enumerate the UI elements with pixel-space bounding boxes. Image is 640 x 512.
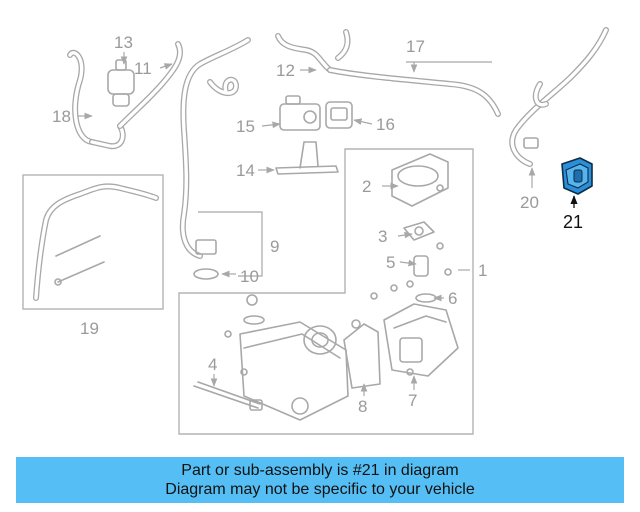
- callout-19: 19: [80, 319, 99, 338]
- inset-box-19: [22, 174, 164, 310]
- part-7-valve-body: [383, 303, 459, 377]
- leader-lines: [78, 52, 578, 396]
- callout-2: 2: [362, 177, 371, 196]
- part-19-lines: [33, 183, 159, 301]
- callout-10: 10: [240, 267, 259, 286]
- part-4-bolt: [193, 381, 263, 411]
- part-9-pipe: [179, 37, 251, 259]
- callout-5: 5: [386, 253, 395, 272]
- part-16-sensor: [325, 101, 353, 129]
- callout-8: 8: [358, 397, 367, 416]
- part-17-pipe: [327, 67, 501, 117]
- banner-line-1: Part or sub-assembly is #21 in diagram: [181, 462, 459, 479]
- callout-16: 16: [376, 115, 395, 134]
- callout-6: 6: [448, 289, 457, 308]
- callout-9: 9: [270, 237, 279, 256]
- part-18-hose: [67, 49, 126, 150]
- callout-3: 3: [378, 227, 387, 246]
- part-21-highlighted: [561, 157, 593, 195]
- callout-1: 1: [478, 261, 487, 280]
- part-2-housing: [391, 153, 449, 207]
- inset-box-1: [178, 148, 474, 435]
- callout-4: 4: [208, 355, 217, 374]
- part-cooler-assembly: [224, 294, 349, 421]
- part-5-sensor: [370, 255, 452, 300]
- part-3-gasket: [403, 221, 444, 250]
- banner-line-2: Diagram may not be specific to your vehi…: [165, 481, 475, 498]
- parts-diagram: 1 2 3 4 5 6 7 8 9 10 11 12 13 14 15 16 1…: [22, 27, 609, 435]
- callout-20: 20: [520, 193, 539, 212]
- part-8-gasket: [343, 319, 381, 389]
- callout-21-highlighted: 21: [563, 212, 583, 232]
- part-13-valve: [107, 59, 135, 107]
- callout-11: 11: [134, 59, 152, 78]
- info-banner: Part or sub-assembly is #21 in diagram D…: [16, 457, 624, 503]
- callout-15: 15: [236, 117, 255, 136]
- callout-7: 7: [408, 391, 417, 410]
- part-10-seal: [193, 268, 219, 280]
- callout-17: 17: [406, 37, 425, 56]
- callout-18: 18: [52, 107, 71, 126]
- callout-13: 13: [114, 33, 133, 52]
- part-15-valve: [279, 95, 321, 131]
- part-20-pipe: [509, 27, 609, 167]
- callout-12: 12: [276, 61, 295, 80]
- part-6-oring: [415, 293, 437, 303]
- part-12-pipe: [275, 29, 351, 73]
- callout-14: 14: [236, 161, 255, 180]
- part-11-hose: [117, 41, 183, 129]
- part-14-bracket: [275, 141, 339, 175]
